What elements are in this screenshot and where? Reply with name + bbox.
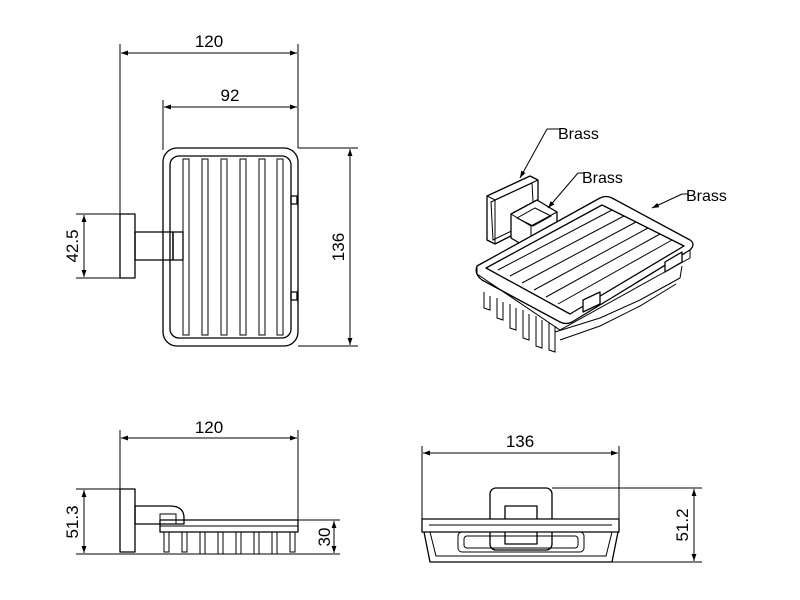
dim-top-mount-height: 42.5 (63, 213, 120, 279)
dim-label-front-width: 136 (506, 432, 534, 451)
dim-label-top-mount-height: 42.5 (63, 229, 82, 262)
side-wall-flange (119, 488, 136, 553)
side-support-arm (134, 505, 185, 525)
leader-material-2: Brass (547, 170, 623, 209)
dim-label-top-height: 136 (329, 233, 348, 261)
dim-label-front-height: 51.2 (673, 508, 692, 541)
front-basket-inner (457, 531, 585, 553)
iso-basket-wires (497, 209, 673, 305)
basket-clip-upper (290, 195, 298, 205)
iso-basket-inner-frame (485, 204, 685, 315)
front-view: 136 51.2 (421, 432, 702, 563)
isometric-view: Brass Brass Brass (475, 126, 727, 353)
side-view: 120 51.3 30 (63, 418, 340, 555)
basket-wires (182, 158, 284, 336)
leader-material-3: Brass (651, 188, 727, 209)
dim-top-overall-width: 120 (119, 32, 299, 214)
side-basket-wires (163, 531, 296, 555)
iso-basket-bottom-wires (483, 265, 683, 353)
dim-label-top-overall-width: 120 (195, 32, 223, 51)
basket-outer-frame (162, 147, 299, 347)
dim-label-top-basket-width: 92 (221, 86, 240, 105)
support-arm (134, 231, 174, 261)
dim-label-side-height: 51.3 (63, 505, 82, 538)
dim-side-width: 120 (119, 418, 299, 520)
dim-front-width: 136 (421, 432, 620, 519)
dim-side-basket-height: 30 (298, 519, 340, 555)
dim-label-side-basket-height: 30 (315, 528, 334, 547)
dim-front-height: 51.2 (552, 487, 702, 563)
dim-top-basket-width: 92 (162, 86, 297, 150)
wall-flange (119, 213, 136, 279)
top-view: 120 92 136 42.5 (63, 32, 358, 347)
arm-joint (172, 231, 184, 261)
leader-material-1: Brass (519, 126, 599, 179)
dim-top-height: 136 (298, 147, 358, 347)
dim-side-height: 51.3 (63, 488, 298, 555)
dim-label-side-width: 120 (195, 418, 223, 437)
iso-clip-front (582, 291, 601, 313)
material-label-2: Brass (582, 170, 623, 187)
material-label-3: Brass (686, 188, 727, 205)
material-label-1: Brass (558, 126, 599, 143)
basket-clip-lower (290, 291, 298, 301)
basket-inner-frame (169, 155, 292, 339)
front-basket-body (423, 531, 619, 563)
